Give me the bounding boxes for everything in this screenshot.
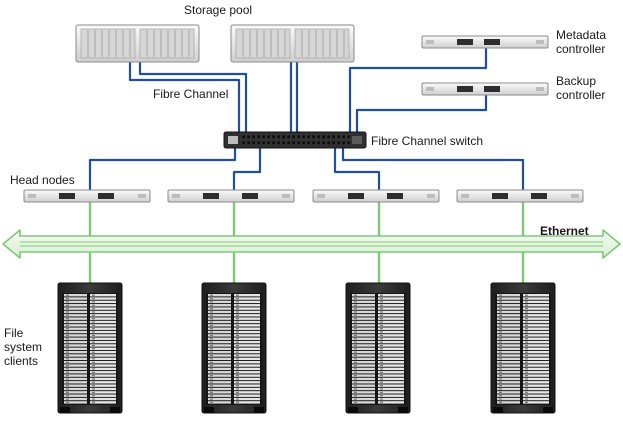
fc-cable-head3 xyxy=(333,148,381,190)
storage-array-2 xyxy=(230,24,355,63)
head-node-2 xyxy=(167,189,295,203)
fc-cable-head2 xyxy=(232,148,262,190)
head-node-1 xyxy=(23,189,151,203)
head-node-4 xyxy=(456,189,584,203)
fibre-channel-switch xyxy=(223,131,367,149)
client-rack-3 xyxy=(345,282,411,414)
fc-cable-metadata xyxy=(348,48,488,132)
storage-array-1 xyxy=(75,24,200,63)
fc-cable-head1 xyxy=(88,148,237,190)
label-fibre-channel: Fibre Channel xyxy=(153,87,229,101)
client-rack-4 xyxy=(490,282,556,414)
switch-ports xyxy=(241,134,351,145)
label-ethernet: Ethernet xyxy=(540,224,589,238)
metadata-controller-server xyxy=(421,35,549,49)
fc-cable-backup xyxy=(355,95,488,132)
ethernet-bus-arrow xyxy=(2,229,621,259)
client-rack-1 xyxy=(57,282,123,414)
client-rack-2 xyxy=(201,282,267,414)
fc-cable-storage1-a xyxy=(128,62,241,132)
head-node-3 xyxy=(312,189,440,203)
fc-cable-head4 xyxy=(341,148,525,190)
label-head-nodes: Head nodes xyxy=(10,173,75,187)
label-storage-pool: Storage pool xyxy=(184,3,253,17)
label-fibre-channel-switch: Fibre Channel switch xyxy=(371,134,484,148)
ethernet-bus xyxy=(2,229,621,259)
label-backup-controller: Backup controller xyxy=(556,74,606,102)
label-metadata-controller: Metadata controller xyxy=(556,28,607,56)
fibre-channel-cables xyxy=(88,48,525,190)
backup-controller-server xyxy=(421,82,549,96)
label-file-system-clients: File system clients xyxy=(4,326,43,368)
client-racks xyxy=(57,282,556,414)
fc-cable-storage1-b xyxy=(138,62,248,132)
